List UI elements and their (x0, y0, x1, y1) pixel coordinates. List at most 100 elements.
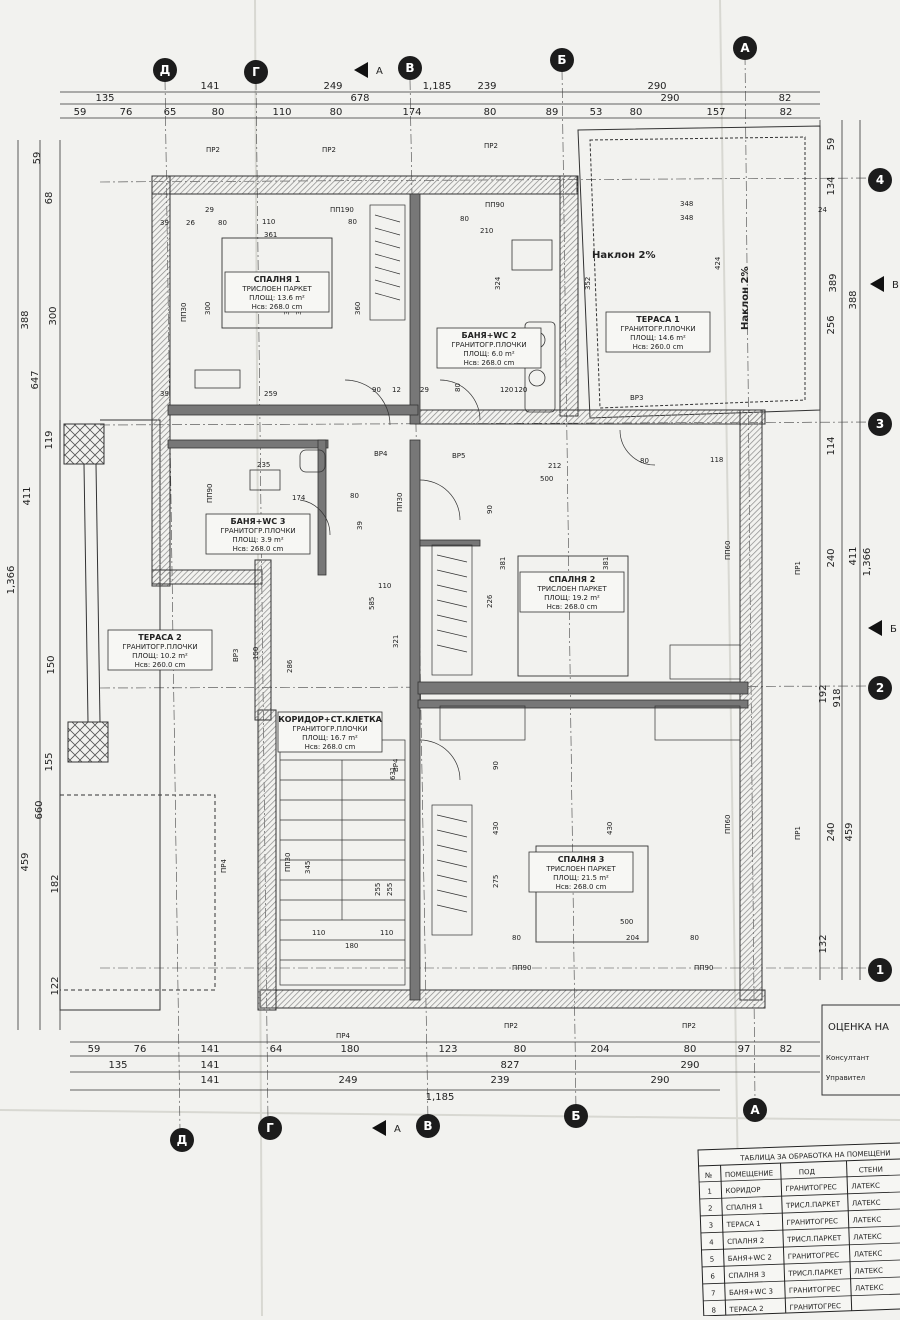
finishing-table: ТАБЛИЦА ЗА ОБРАБОТКА НА ПОМЕЩЕНИ № ПОМЕЩ… (697, 1142, 900, 1317)
axis-letter: Д (160, 63, 171, 77)
table-cell: ЛАТЕКС (855, 1284, 884, 1293)
dimension-label: 411 (848, 546, 859, 565)
room-name: КОРИДОР+СТ.КЛЕТКА (278, 715, 382, 724)
axis-bubble (416, 1114, 440, 1138)
interior-dimension: 255 (374, 883, 382, 896)
dimension-label: 82 (780, 107, 793, 118)
table-cell: СПАЛНЯ 1 (726, 1203, 763, 1212)
stairs (279, 739, 406, 986)
dimension-label: 459 (844, 822, 855, 841)
opening-label: ПП30 (396, 493, 404, 512)
dimension-label: 53 (590, 107, 603, 118)
interior-dimension: 210 (480, 227, 493, 235)
interior-dimension: 29 (205, 206, 214, 214)
room-floor: ГРАНИТОГР.ПЛОЧКИ (620, 325, 695, 333)
room-area: ПЛОЩ: 21.5 m² (553, 874, 609, 882)
section-mark-label: В (892, 280, 899, 291)
axis-letter: В (423, 1119, 432, 1133)
dimension-label: 388 (848, 290, 859, 309)
stamp-line: Управител (826, 1074, 865, 1082)
room-label-box (605, 311, 711, 353)
interior-dimension: 381 (499, 557, 507, 570)
dimension-label: 59 (88, 1044, 101, 1055)
opening-label: ПР2 (322, 146, 336, 154)
interior-dimension: 110 (378, 582, 391, 590)
opening-label: ПР1 (794, 826, 802, 840)
dimension-label: 249 (323, 81, 342, 92)
table-header: № (705, 1172, 713, 1180)
table-cell: ГРАНИТОГРЕС (786, 1217, 838, 1227)
interior-dimension: 110 (380, 929, 393, 937)
dimension-label: 290 (647, 81, 666, 92)
dimension-label: 123 (438, 1044, 457, 1055)
dimension-label: 300 (48, 306, 59, 325)
room-height: Нсв: 260.0 cm (135, 661, 186, 669)
interior-dimension: 118 (710, 456, 723, 464)
table-header: ПОМЕЩЕНИЕ (725, 1169, 773, 1179)
dimension-label: 110 (272, 107, 291, 118)
dimension-label: 114 (826, 436, 837, 455)
room-height: Нсв: 268.0 cm (464, 359, 515, 367)
interior-dimension: 226 (486, 594, 494, 608)
room-name: БАНЯ+WC 3 (231, 517, 286, 526)
dimension-label: 389 (828, 273, 839, 292)
interior-dimension: 631 (389, 767, 397, 780)
interior-dimension: 150 (252, 647, 260, 660)
interior-dimension: 80 (350, 492, 359, 500)
opening-label: ПП90 (485, 201, 504, 209)
room-area: ПЛОЩ: 6.0 m² (463, 350, 514, 358)
dimension-label: 89 (546, 107, 559, 118)
room-height: Нсв: 268.0 cm (305, 743, 356, 751)
room-label-box (436, 327, 542, 369)
table-cell: ТЕРАСА 2 (728, 1305, 763, 1314)
table-cell: БАНЯ+WC 2 (728, 1253, 772, 1263)
opening-label: ПР2 (682, 1022, 696, 1030)
room-floor: ТРИСЛОЕН ПАРКЕТ (545, 865, 616, 873)
dimension-label: 59 (826, 138, 837, 151)
room-height: Нсв: 260.0 cm (633, 343, 684, 351)
table-cell: СПАЛНЯ 3 (728, 1271, 765, 1280)
opening-label: ПР4 (220, 859, 228, 873)
interior-dimension: 80 (512, 934, 521, 942)
opening-label: ПР2 (504, 1022, 518, 1030)
axis-letter: Б (571, 1109, 580, 1123)
stamp-box: ОЦЕНКА НА Консултант Управител (821, 1004, 900, 1096)
room-label-box (277, 711, 383, 753)
dimension-label: 249 (338, 1075, 357, 1086)
dimension-label: 1,185 (426, 1092, 455, 1103)
dimension-label: 157 (706, 107, 725, 118)
axis-letter: А (740, 41, 750, 55)
interior-dimension: 321 (392, 635, 400, 648)
room-height: Нсв: 268.0 cm (556, 883, 607, 891)
axis-number: 1 (876, 963, 884, 977)
section-arrow (354, 62, 368, 78)
interior-dimension: 255 (386, 883, 394, 896)
table-cell: ГРАНИТОГРЕС (788, 1251, 840, 1261)
axis-bubble (868, 412, 892, 436)
stamp-line: ОЦЕНКА НА (828, 1022, 889, 1033)
interior-dimension: 90 (486, 505, 494, 514)
interior-dimension: 286 (286, 659, 294, 673)
interior-dimension: 235 (257, 461, 270, 469)
table-cell: СПАЛНЯ 2 (727, 1237, 764, 1246)
stamp-line: Консултант (826, 1054, 869, 1062)
axis-bubble (244, 60, 268, 84)
wardrobes (369, 204, 741, 936)
opening-label: ПР1 (794, 561, 802, 575)
axis-bubble (258, 1116, 282, 1140)
interior-dimension: 120 (514, 386, 527, 394)
interior-dimension: 24 (818, 206, 827, 214)
room-floor: ГРАНИТОГР.ПЛОЧКИ (451, 341, 526, 349)
axis-bubble (868, 676, 892, 700)
room-label-box (107, 629, 213, 671)
table-cell: 3 (709, 1222, 714, 1230)
interior-dimension: 348 (680, 214, 693, 222)
table-header: СТЕНИ (859, 1166, 883, 1175)
opening-label: ВР3 (232, 649, 240, 662)
room-floor: ТРИСЛОЕН ПАРКЕТ (241, 285, 312, 293)
interior-dimension: 90 (372, 386, 381, 394)
interior-dimension: 39 (160, 219, 169, 227)
dimension-label: 80 (514, 1044, 527, 1055)
